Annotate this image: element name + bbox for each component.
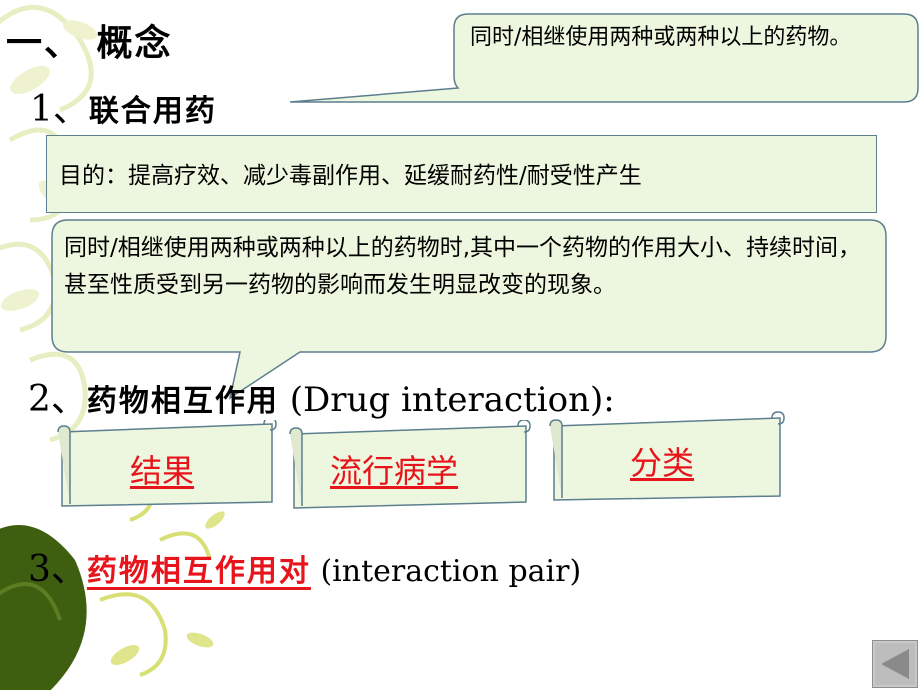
- definition-text: 同时/相继使用两种或两种以上的药物时,其中一个药物的作用大小、持续时间，甚至性质…: [64, 235, 862, 298]
- purpose-text: 目的：提高疗效、减少毒副作用、延缓耐药性/耐受性产生: [59, 163, 642, 189]
- scroll-button-results[interactable]: 结果: [54, 420, 280, 510]
- scroll-label-epidemiology[interactable]: 流行病学: [330, 452, 459, 490]
- scroll-button-epidemiology[interactable]: 流行病学: [286, 420, 534, 510]
- scroll-shape: [57, 420, 277, 507]
- item2-english: (Drug interaction):: [278, 380, 615, 420]
- back-arrow-icon: [875, 643, 915, 685]
- item3-english: (interaction pair): [310, 554, 582, 589]
- scroll-label-results[interactable]: 结果: [130, 452, 195, 490]
- item3-number: 3、: [28, 549, 87, 590]
- item1-label: 联合用药: [88, 94, 217, 129]
- item2-number: 2、: [28, 379, 87, 420]
- scroll-shape: [289, 420, 531, 509]
- back-button[interactable]: [872, 640, 918, 688]
- scroll-label-classification[interactable]: 分类: [630, 444, 695, 482]
- purpose-box: 目的：提高疗效、减少毒副作用、延缓耐药性/耐受性产生: [46, 135, 877, 213]
- item1-heading: 1、联合用药: [30, 80, 217, 132]
- leaf-shape: [0, 525, 87, 690]
- item3-heading: 3、药物相互作用对 (interaction pair): [28, 540, 581, 592]
- section-title: 一、 概念: [6, 23, 173, 64]
- item2-heading: 2、药物相互作用 (Drug interaction):: [28, 370, 615, 422]
- item1-number: 1、: [30, 89, 89, 130]
- scroll-button-classification[interactable]: 分类: [546, 410, 788, 502]
- scroll-shape: [549, 411, 785, 501]
- callout-top-text: 同时/相继使用两种或两种以上的药物。: [470, 25, 852, 50]
- item2-label: 药物相互作用: [86, 384, 279, 419]
- item3-label[interactable]: 药物相互作用对: [86, 554, 311, 589]
